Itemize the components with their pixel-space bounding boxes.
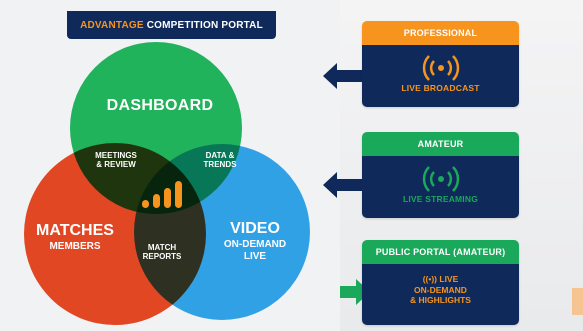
title-rest: COMPETITION PORTAL (146, 19, 263, 31)
meetings-line1: MEETINGS (95, 151, 137, 160)
amateur-title: AMATEUR (362, 132, 519, 156)
title-accent: ADVANTAGE (80, 19, 144, 31)
broadcast-icon (422, 166, 459, 192)
matches-title: MATCHES (36, 222, 114, 239)
professional-title: PROFESSIONAL (362, 21, 519, 45)
video-title: VIDEO (230, 220, 280, 237)
professional-label: LIVE BROADCAST (401, 83, 480, 93)
arrow-left-icon (323, 63, 365, 89)
members-subtitle: MEMBERS (49, 240, 101, 252)
professional-card: PROFESSIONAL LIVE BROADCAST (362, 21, 519, 107)
professional-body: LIVE BROADCAST (362, 45, 519, 107)
meetings-line2: & REVIEW (96, 159, 136, 169)
amateur-body: LIVE STREAMING (362, 156, 519, 218)
public-portal-body: ((•)) LIVE ON-DEMAND & HIGHLIGHTS (362, 264, 519, 325)
live-subtitle: LIVE (243, 250, 267, 262)
reports-line1: MATCH (147, 243, 177, 252)
public-line-highlights: & HIGHLIGHTS (410, 295, 471, 306)
data-line2: TRENDS (203, 159, 237, 169)
meetings-review-label: MEETINGS & REVIEW (76, 151, 156, 170)
public-portal-title: PUBLIC PORTAL (AMATEUR) (362, 240, 519, 264)
public-line-on-demand: ON-DEMAND (414, 284, 467, 295)
data-trends-label: DATA & TRENDS (185, 151, 255, 170)
amateur-card: AMATEUR LIVE STREAMING (362, 132, 519, 218)
amateur-label: LIVE STREAMING (402, 194, 479, 204)
bar-chart-logo-icon (142, 181, 182, 208)
portal-title-banner: ADVANTAGE COMPETITION PORTAL (67, 11, 276, 39)
video-label: VIDEO ON-DEMAND LIVE (200, 220, 310, 262)
public-portal-lines: ((•)) LIVE ON-DEMAND & HIGHLIGHTS (362, 264, 519, 306)
public-line-live: ((•)) LIVE (422, 274, 459, 284)
corner-tab (572, 288, 583, 315)
dashboard-label: DASHBOARD (106, 97, 214, 114)
data-line1: DATA & (205, 151, 235, 160)
reports-line2: REPORTS (142, 251, 182, 261)
broadcast-icon (422, 55, 459, 81)
match-reports-label: MATCH REPORTS (126, 243, 198, 262)
arrow-left-icon (323, 172, 365, 198)
public-portal-card: PUBLIC PORTAL (AMATEUR) ((•)) LIVE ON-DE… (362, 240, 519, 325)
on-demand-subtitle: ON-DEMAND (223, 238, 287, 250)
matches-label: MATCHES MEMBERS (20, 222, 130, 252)
